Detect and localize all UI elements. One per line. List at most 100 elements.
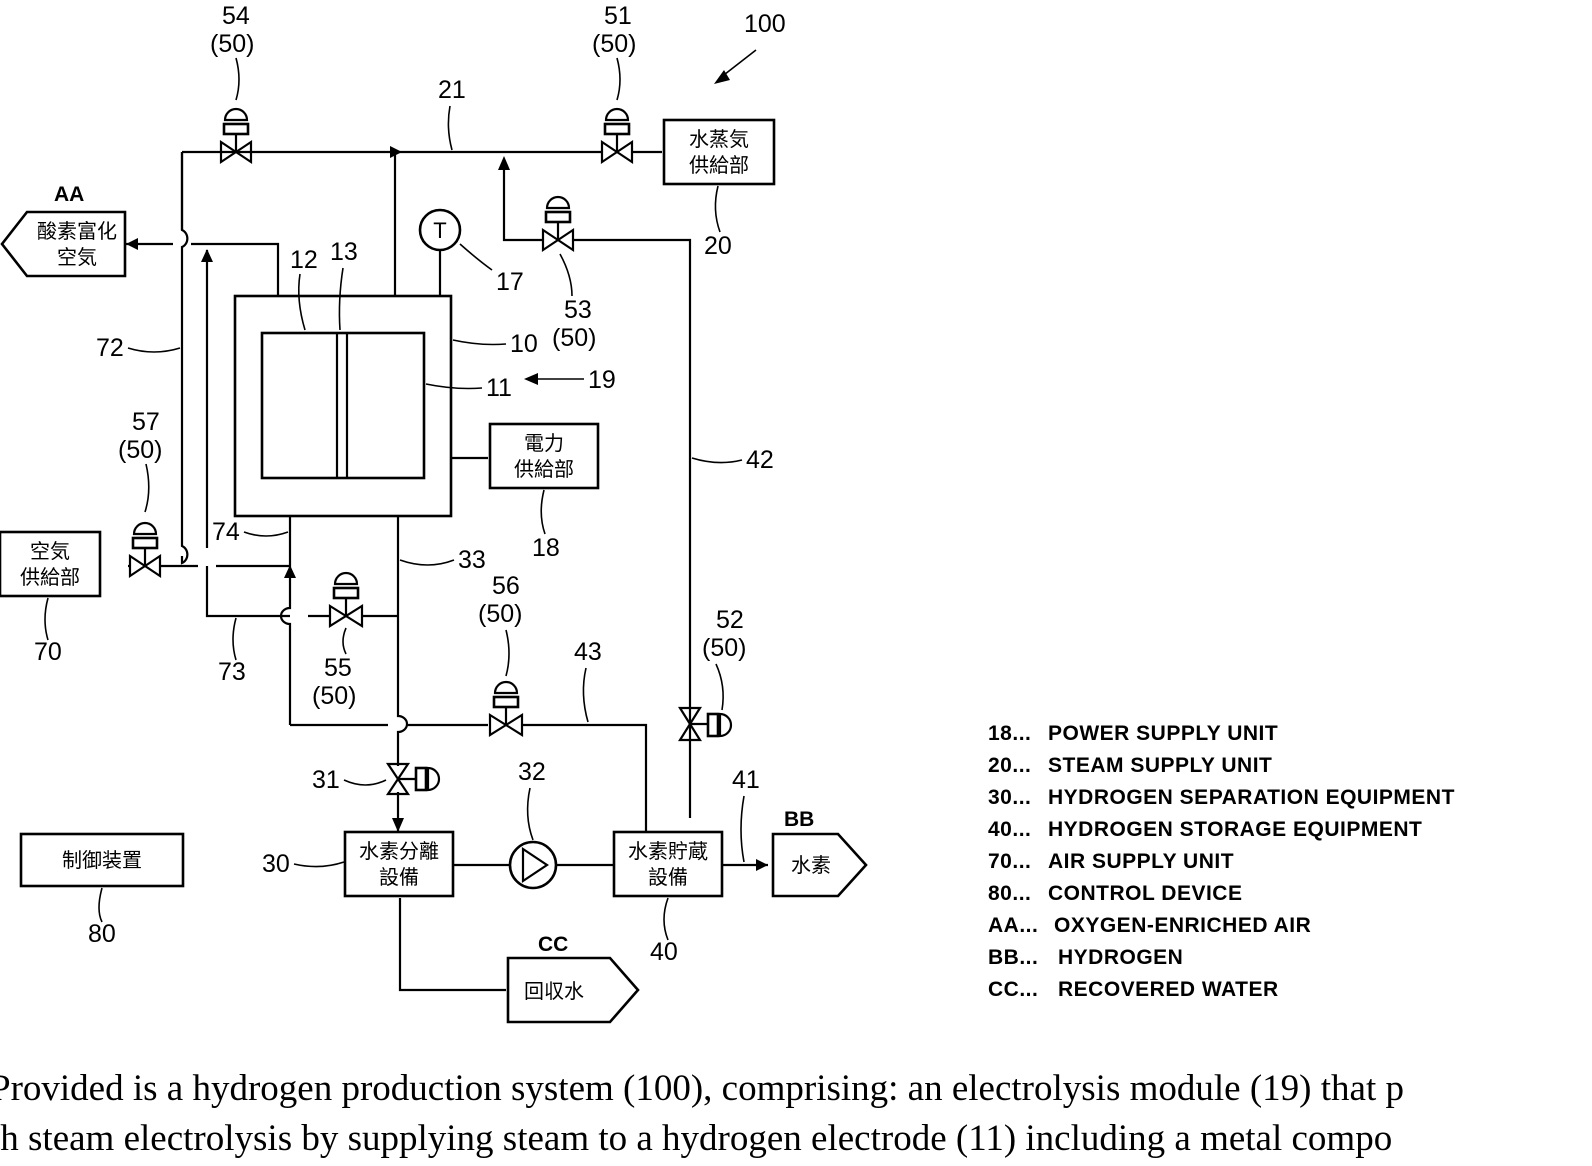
label-11: 11 <box>486 374 512 402</box>
svg-text:HYDROGEN STORAGE EQUIPMENT: HYDROGEN STORAGE EQUIPMENT <box>1048 818 1422 841</box>
svg-text:HYDROGEN: HYDROGEN <box>1058 946 1183 969</box>
abstract-text: Provided is a hydrogen production system… <box>0 1064 1592 1164</box>
svg-text:空気: 空気 <box>30 540 70 563</box>
arrow-down <box>392 818 404 832</box>
valve-52[interactable] <box>680 708 731 740</box>
label-56-group: (50) <box>478 600 522 628</box>
svg-text:回収水: 回収水 <box>524 980 584 1003</box>
legend-item: 80... CONTROL DEVICE <box>988 882 1242 905</box>
label-53-group: (50) <box>552 324 596 352</box>
label-80: 80 <box>88 920 116 948</box>
svg-text:HYDROGEN SEPARATION EQUIPMENT: HYDROGEN SEPARATION EQUIPMENT <box>1048 786 1455 809</box>
svg-text:水素貯蔵: 水素貯蔵 <box>628 840 708 863</box>
svg-text:RECOVERED WATER: RECOVERED WATER <box>1058 978 1279 1001</box>
svg-text:水蒸気: 水蒸気 <box>689 128 749 151</box>
oxygen-enriched-air-outlet: 酸素富化 空気 <box>2 212 125 276</box>
arrow-left <box>126 238 138 250</box>
label-73: 73 <box>218 658 246 686</box>
label-20: 20 <box>704 232 732 260</box>
label-56: 56 <box>492 572 520 600</box>
svg-text:AA...: AA... <box>988 914 1038 937</box>
air-supply-box: 空気 供給部 <box>0 532 100 596</box>
svg-text:70...: 70... <box>988 850 1031 873</box>
arrow-up <box>498 156 510 170</box>
label-100: 100 <box>744 10 786 38</box>
label-54-group: (50) <box>210 30 254 58</box>
arrow-up <box>201 249 213 262</box>
valve-54[interactable] <box>221 109 251 162</box>
valve-56[interactable] <box>490 682 522 735</box>
svg-text:STEAM SUPPLY UNIT: STEAM SUPPLY UNIT <box>1048 754 1272 777</box>
label-42: 42 <box>746 446 774 474</box>
svg-text:POWER SUPPLY UNIT: POWER SUPPLY UNIT <box>1048 722 1278 745</box>
electrolysis-cell-11 <box>262 333 424 478</box>
label-19: 19 <box>588 366 616 394</box>
svg-text:供給部: 供給部 <box>20 566 80 589</box>
svg-text:20...: 20... <box>988 754 1031 777</box>
legend-item: BB... HYDROGEN <box>988 946 1183 969</box>
arrow-right <box>756 859 768 871</box>
label-57-group: (50) <box>118 436 162 464</box>
svg-text:制御装置: 制御装置 <box>62 849 142 872</box>
label-17: 17 <box>496 268 524 296</box>
label-55: 55 <box>324 654 352 682</box>
label-52-group: (50) <box>702 634 746 662</box>
control-device-box: 制御装置 <box>21 834 183 886</box>
label-51-group: (50) <box>592 30 636 58</box>
label-30: 30 <box>262 850 290 878</box>
legend-item: 20... STEAM SUPPLY UNIT <box>988 754 1272 777</box>
label-57: 57 <box>132 408 160 436</box>
svg-text:空気: 空気 <box>57 246 97 269</box>
svg-text:18...: 18... <box>988 722 1031 745</box>
label-31: 31 <box>312 766 340 794</box>
label-10: 10 <box>510 330 538 358</box>
electrolysis-module <box>235 296 451 516</box>
abstract-line-1: Provided is a hydrogen production system… <box>0 1064 1592 1114</box>
temp-sensor-symbol: T <box>433 218 446 243</box>
svg-text:30...: 30... <box>988 786 1031 809</box>
svg-text:水素: 水素 <box>791 854 831 877</box>
label-32: 32 <box>518 758 546 786</box>
label-13: 13 <box>330 238 358 266</box>
svg-text:CONTROL DEVICE: CONTROL DEVICE <box>1048 882 1242 905</box>
label-12: 12 <box>290 246 318 274</box>
hydrogen-storage-box: 水素貯蔵 設備 <box>614 832 722 896</box>
label-33: 33 <box>458 546 486 574</box>
label-40: 40 <box>650 938 678 966</box>
label-51: 51 <box>604 2 632 30</box>
svg-text:電力: 電力 <box>524 432 564 455</box>
label-41: 41 <box>732 766 760 794</box>
svg-text:80...: 80... <box>988 882 1031 905</box>
hydrogen-outlet: 水素 <box>773 834 866 896</box>
svg-text:BB...: BB... <box>988 946 1038 969</box>
power-supply-box: 電力 供給部 <box>490 424 598 488</box>
tag-bb: BB <box>784 808 814 831</box>
hydrogen-production-system-diagram: T 水蒸気 供給部 酸素富化 空気 電力 供給部 空気 供給部 制御装置 水素分… <box>0 0 1592 1060</box>
valve-51[interactable] <box>602 109 632 162</box>
legend: 18... POWER SUPPLY UNIT 20... STEAM SUPP… <box>988 722 1455 1001</box>
legend-item: 18... POWER SUPPLY UNIT <box>988 722 1278 745</box>
label-53: 53 <box>564 296 592 324</box>
svg-text:設備: 設備 <box>648 866 688 889</box>
label-52: 52 <box>716 606 744 634</box>
svg-text:供給部: 供給部 <box>689 154 749 177</box>
label-43: 43 <box>574 638 602 666</box>
svg-text:OXYGEN-ENRICHED AIR: OXYGEN-ENRICHED AIR <box>1054 914 1311 937</box>
valve-55[interactable] <box>330 573 362 626</box>
abstract-line-2: th steam electrolysis by supplying steam… <box>0 1114 1592 1164</box>
valve-53[interactable] <box>543 197 573 250</box>
label-18: 18 <box>532 534 560 562</box>
legend-item: 40... HYDROGEN STORAGE EQUIPMENT <box>988 818 1422 841</box>
svg-text:酸素富化: 酸素富化 <box>37 220 117 243</box>
legend-item: AA... OXYGEN-ENRICHED AIR <box>988 914 1311 937</box>
svg-text:設備: 設備 <box>379 866 419 889</box>
svg-text:CC...: CC... <box>988 978 1038 1001</box>
svg-text:40...: 40... <box>988 818 1031 841</box>
valve-31[interactable] <box>388 764 439 794</box>
hydrogen-separation-box: 水素分離 設備 <box>345 832 453 896</box>
valve-57[interactable] <box>130 523 160 576</box>
label-55-group: (50) <box>312 682 356 710</box>
label-21: 21 <box>438 76 466 104</box>
pump-32[interactable] <box>510 842 556 888</box>
temperature-sensor-17: T <box>420 210 460 250</box>
